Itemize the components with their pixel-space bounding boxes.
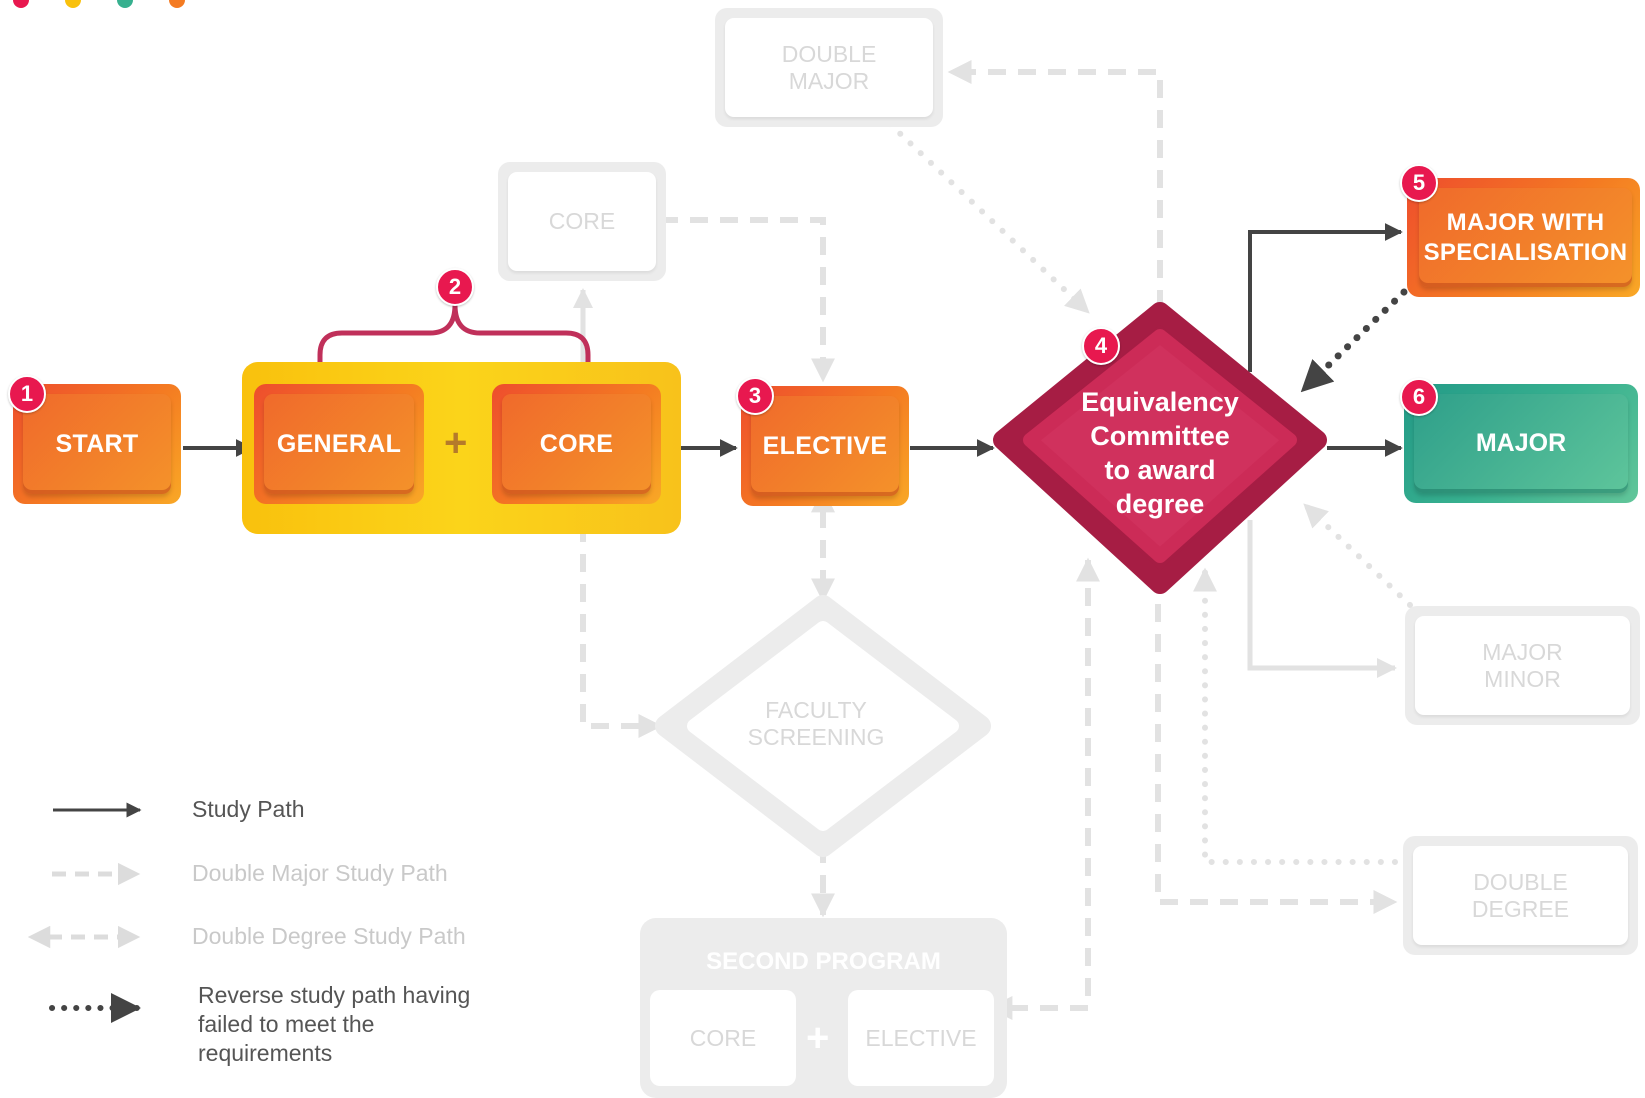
reverse-specialisation-committee [1299, 288, 1408, 394]
legend-symbols [27, 802, 142, 1023]
general-node: GENERAL [254, 384, 424, 504]
step-badge-3: 3 [736, 377, 774, 415]
color-dot [13, 0, 29, 8]
legend-study-path: Study Path [192, 796, 305, 822]
step-badge-4: 4 [1082, 327, 1120, 365]
faculty-screening-diamond [655, 595, 991, 857]
color-dot [65, 0, 81, 8]
header-color-dots [0, 0, 200, 8]
core-node: CORE [492, 384, 661, 504]
step-badge-2: 2 [436, 268, 474, 306]
dd-path-second-committee [988, 557, 1100, 1020]
committee-label: Equivalency Committee to award degree [1081, 387, 1239, 519]
major-node: MAJOR [1404, 384, 1638, 503]
elective-label: ELECTIVE [751, 396, 899, 496]
dd-path-committee-double-degree [1155, 604, 1398, 914]
arrow-committee-specialisation [1248, 223, 1403, 372]
legend-double-degree-path: Double Degree Study Path [192, 923, 466, 949]
step-badge-6: 6 [1400, 378, 1438, 416]
color-dot [169, 0, 185, 8]
second-program-core: CORE [650, 990, 796, 1086]
second-program-plus: + [806, 1016, 830, 1060]
step-badge-1: 1 [8, 375, 46, 413]
step-badge-5: 5 [1400, 164, 1438, 202]
committee-diamond [993, 302, 1327, 594]
dm-path-to-double-major [947, 60, 1163, 308]
start-label: START [23, 394, 171, 494]
second-program-title: SECOND PROGRAM [706, 948, 941, 975]
core-label: CORE [502, 394, 651, 494]
path-to-major-minor [1247, 520, 1397, 678]
dm-path-core-to-elective [660, 217, 835, 383]
reverse-double-degree-committee [1193, 567, 1398, 865]
legend-double-major-path: Double Major Study Path [192, 860, 448, 886]
plus-sign: + [444, 421, 468, 465]
core-faded-node: CORE [498, 162, 666, 281]
color-dot [117, 0, 133, 8]
reverse-major-minor-committee [1302, 502, 1413, 608]
legend-reverse-path: Reverse study path having failed to meet… [198, 982, 471, 1066]
dd-path-core-screening [571, 502, 663, 738]
second-program-node: SECOND PROGRAM CORE + ELECTIVE [640, 918, 1007, 1098]
general-label: GENERAL [264, 394, 414, 494]
reverse-double-major-committee [887, 121, 1091, 315]
major-label: MAJOR [1414, 394, 1628, 493]
second-program-elective: ELECTIVE [848, 990, 994, 1086]
